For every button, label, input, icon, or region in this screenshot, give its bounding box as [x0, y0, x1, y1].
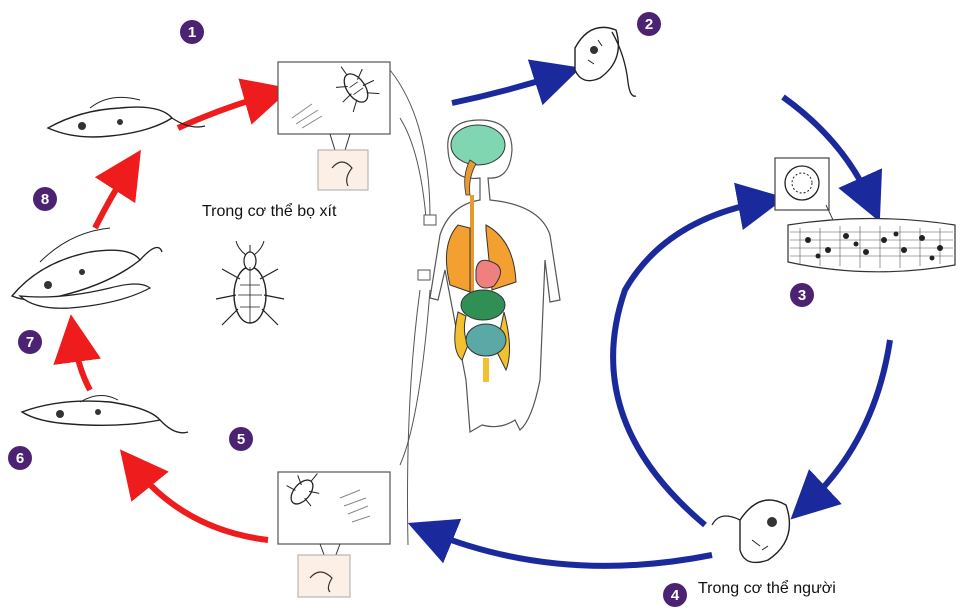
- step-badge-6: 6: [8, 446, 32, 470]
- trypanosome-icon: [48, 97, 205, 137]
- kissing-bug-icon: [216, 241, 284, 325]
- trypanosome-icon: [22, 395, 188, 432]
- arrow-bite-to-stage-6: [135, 468, 268, 540]
- step-badge-8: 8: [33, 187, 57, 211]
- arrow-stage-3-to-stage-4: [808, 340, 890, 503]
- arrow-stage-6-to-stage-7: [74, 338, 90, 390]
- step-badge-5: 5: [229, 427, 253, 451]
- step-badge-3: 3: [790, 283, 814, 307]
- arrow-stage-8-to-stage-1: [95, 170, 128, 228]
- leader-line: [400, 290, 430, 465]
- step-badge-4: 4: [663, 583, 687, 607]
- step-badge-7: 7: [18, 330, 42, 354]
- arrow-stage-4-loop-back: [613, 202, 762, 525]
- trypanosome-icon: [12, 228, 162, 308]
- trypanosome-icon: [712, 500, 789, 562]
- arrow-stage-4-to-bite: [430, 532, 712, 566]
- arrow-bite-to-stage-2: [452, 75, 558, 103]
- arrow-stage-1-to-bite: [178, 95, 268, 128]
- step-badge-2: 2: [637, 12, 661, 36]
- trypanosome-icon: [575, 27, 636, 96]
- step-badge-1: 1: [180, 20, 204, 44]
- human-body-icon: [418, 120, 560, 432]
- human-host-caption: Trong cơ thể người: [698, 580, 836, 598]
- bug-bite-box-top: [278, 56, 390, 190]
- bug-host-caption: Trong cơ thể bọ xít: [202, 203, 336, 221]
- leader-line: [400, 118, 426, 218]
- infected-cell-icon: [775, 158, 955, 272]
- bug-bite-box-bottom: [278, 463, 390, 597]
